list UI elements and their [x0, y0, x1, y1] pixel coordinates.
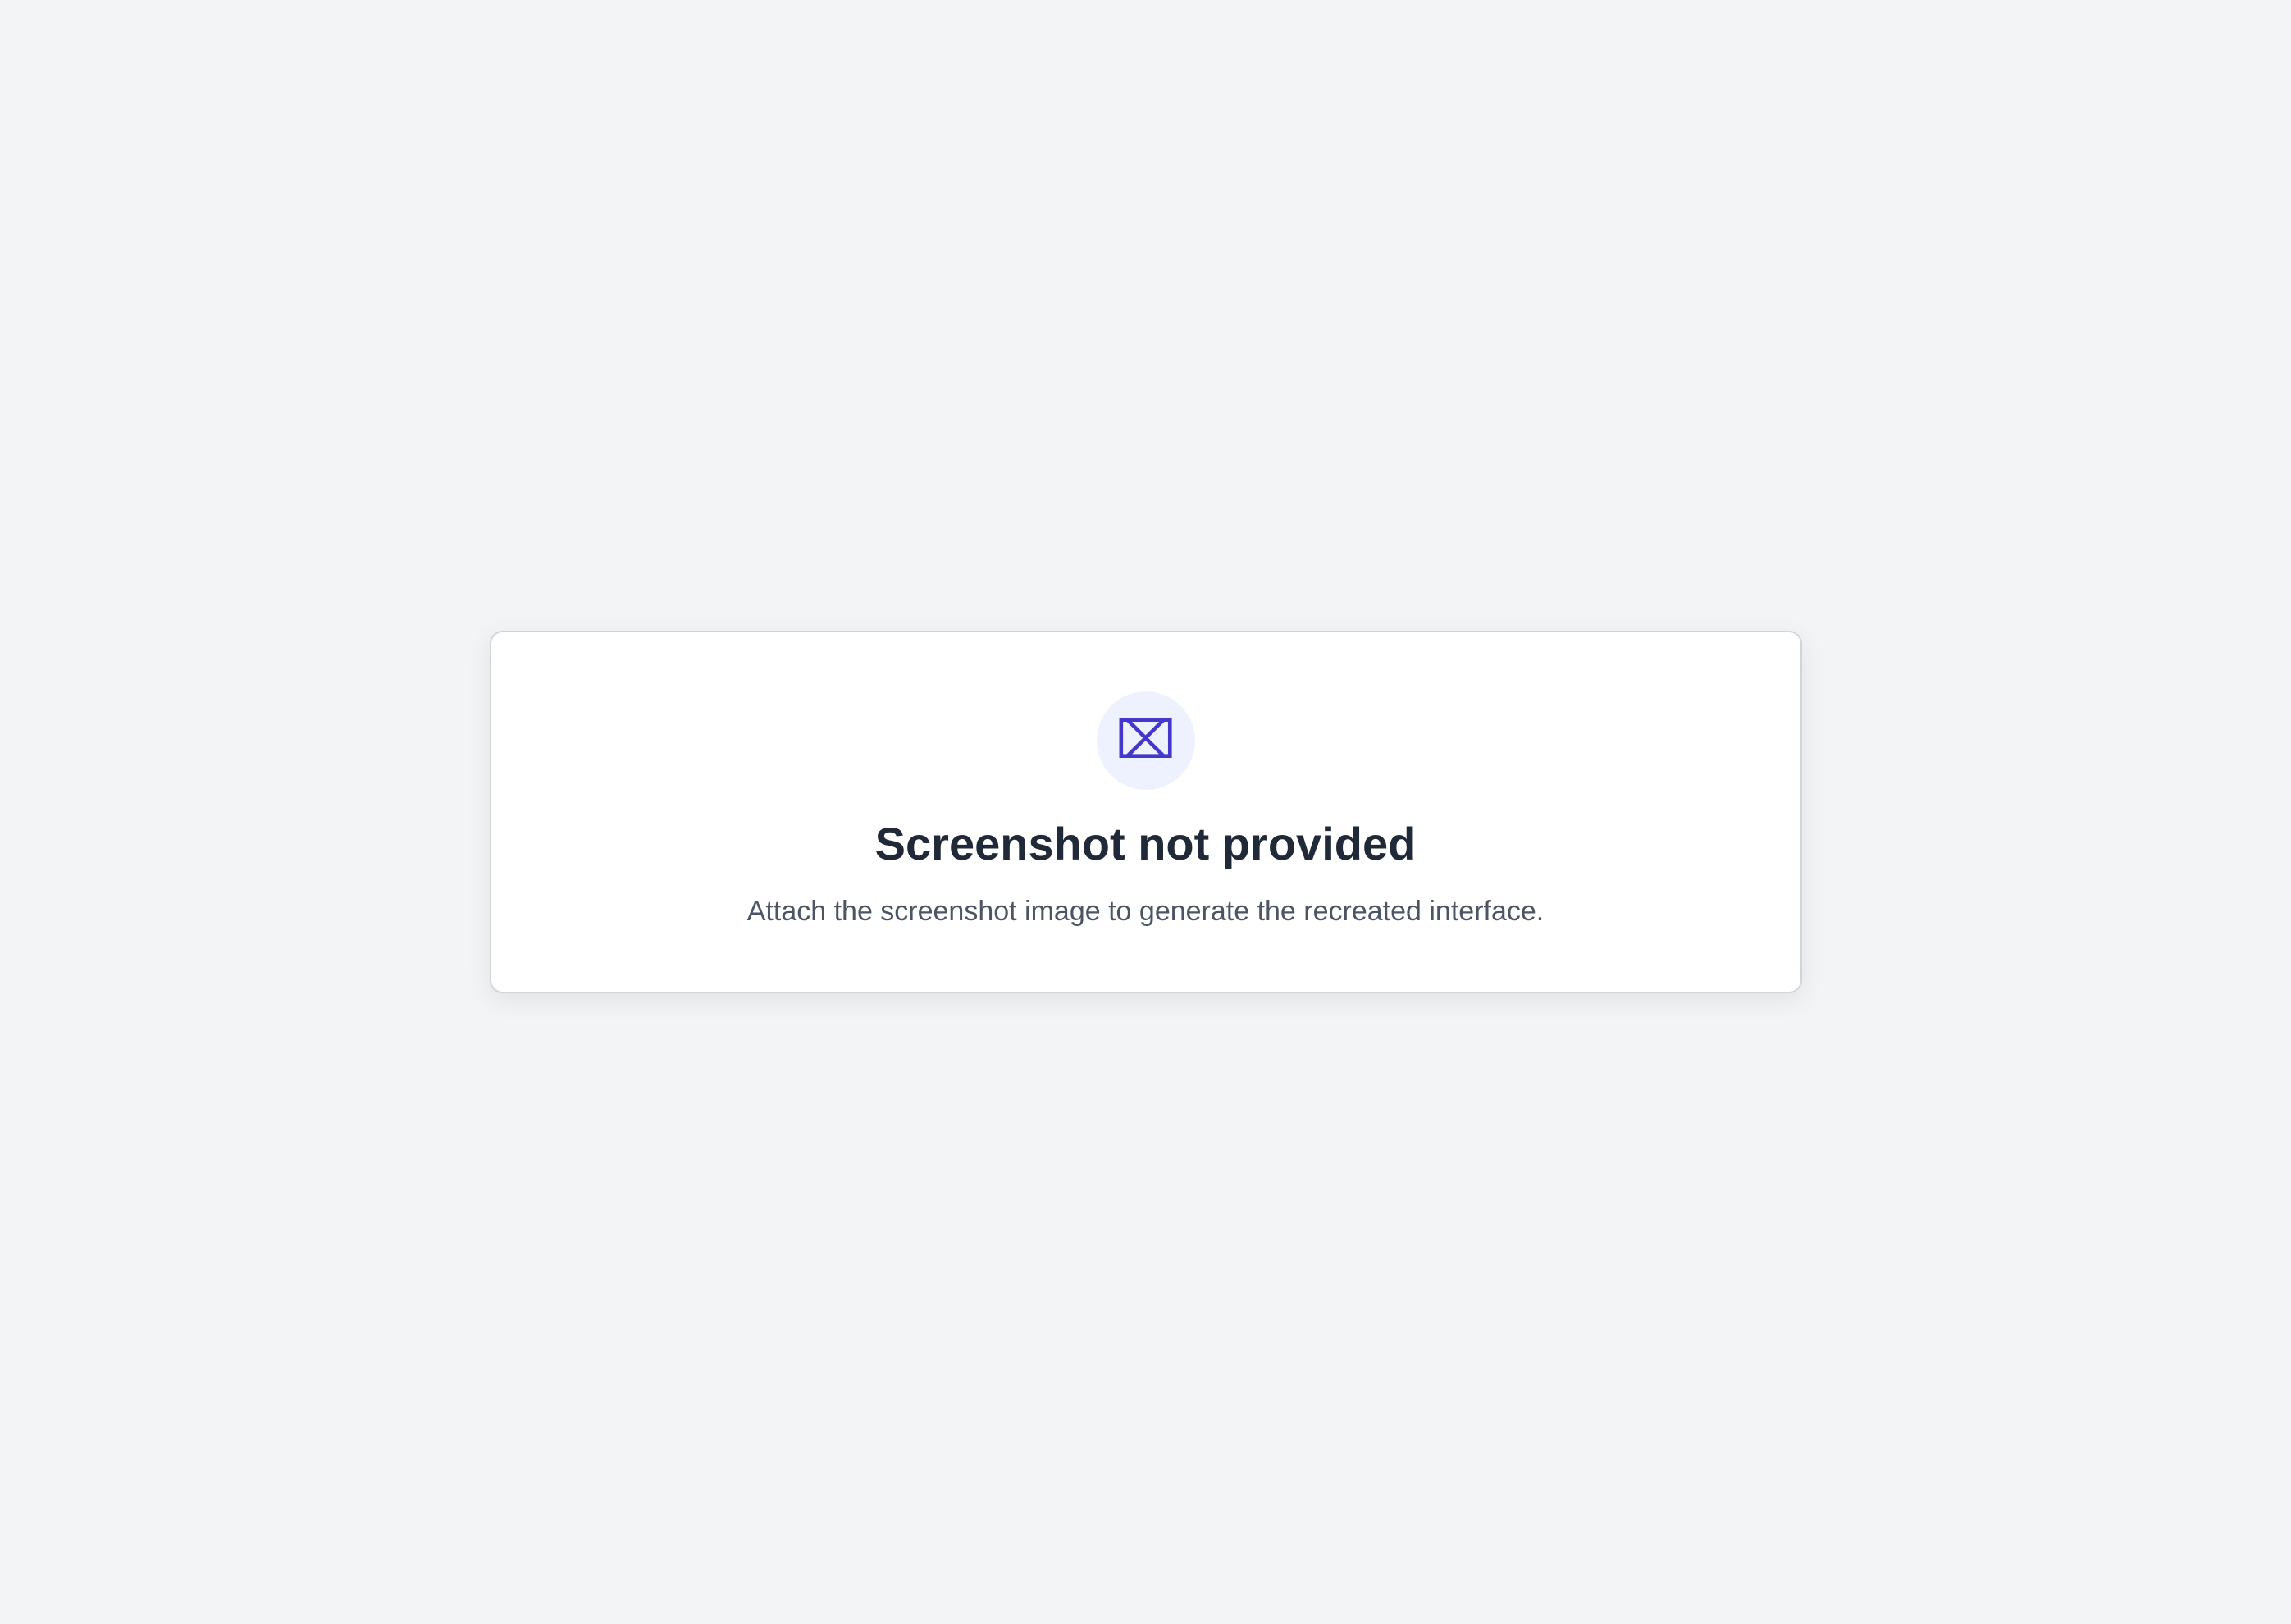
image-missing-icon: ⌧	[1096, 691, 1195, 790]
placeholder-title: Screenshot not provided	[874, 817, 1417, 869]
missing-screenshot-card: ⌧ Screenshot not provided Attach the scr…	[489, 630, 1802, 994]
placeholder-message: Attach the screenshot image to generate …	[746, 896, 1545, 928]
